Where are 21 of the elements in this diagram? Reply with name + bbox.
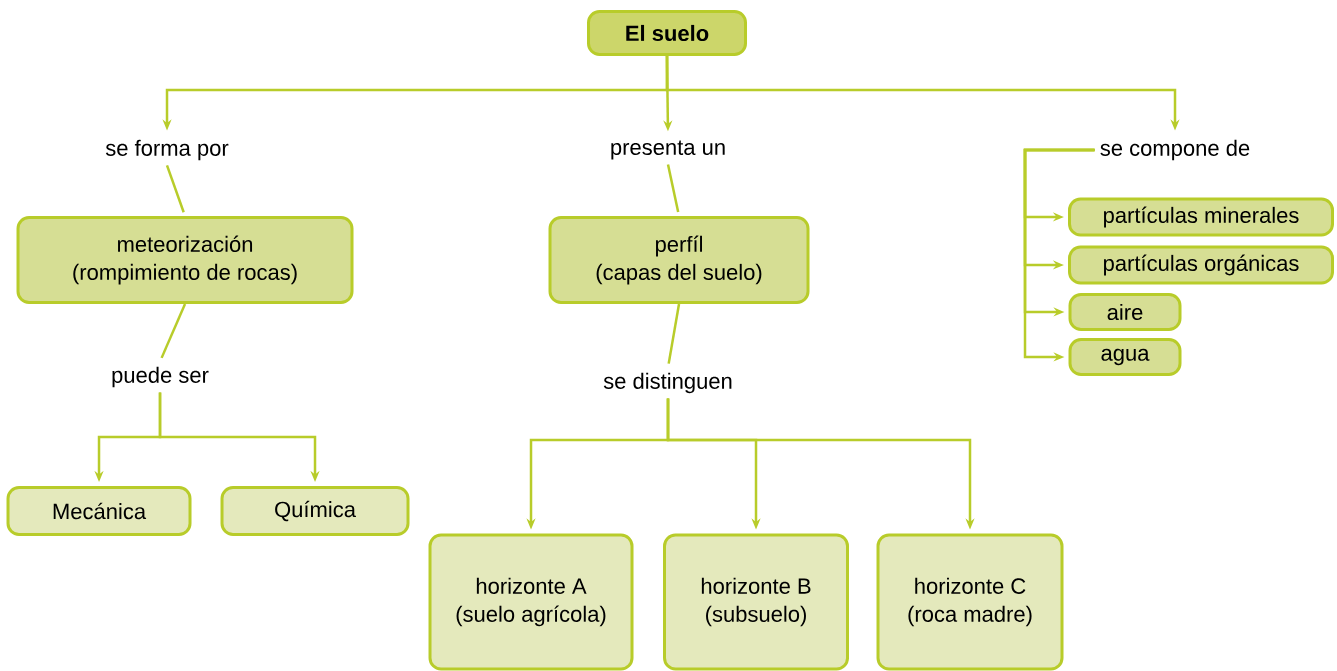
linking-phrase: presenta un xyxy=(611,140,725,160)
concept-box: Química xyxy=(220,486,410,536)
concept-box: aire xyxy=(1068,293,1182,331)
connector-line xyxy=(160,303,187,359)
linking-phrase: puede ser xyxy=(112,366,209,388)
concept-box: horizonte C (roca madre) xyxy=(876,533,1064,671)
linking-phrase: se distinguen xyxy=(603,372,732,394)
concept-box: horizonte B (subsuelo) xyxy=(663,533,849,671)
concept-box: horizonte A (suelo agrícola) xyxy=(428,533,634,671)
concept-box: Mecánica xyxy=(6,486,192,536)
connector-line xyxy=(666,164,680,213)
connector-line xyxy=(667,303,681,364)
concept-box: agua xyxy=(1068,338,1182,376)
linking-phrase: se compone de xyxy=(1100,139,1250,161)
linking-phrase: se forma por xyxy=(105,139,229,161)
connector-line xyxy=(165,165,185,213)
concept-box: partículas orgánicas xyxy=(1068,245,1334,285)
concept-box: partículas minerales xyxy=(1068,197,1334,237)
concept-box: meteorización (rompimiento de rocas) xyxy=(16,216,354,304)
concept-box: perfíl (capas del suelo) xyxy=(548,216,810,304)
title-box: El suelo xyxy=(587,10,747,56)
